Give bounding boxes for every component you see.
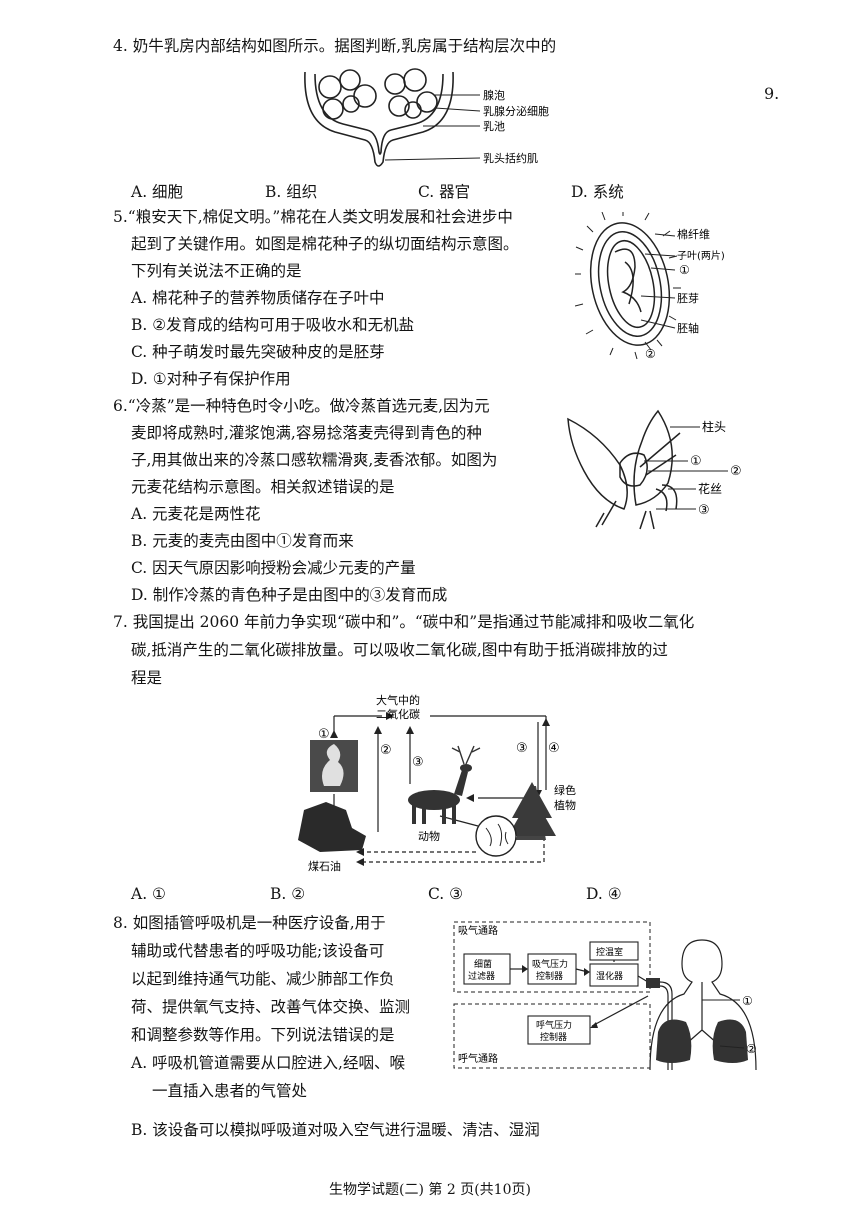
label-process-4: ④	[548, 741, 560, 756]
label-animal: 动物	[418, 829, 440, 843]
q6-option-d: D. 制作冷蒸的青色种子是由图中的③发育而成	[131, 586, 448, 604]
q5-option-a: A. 棉花种子的营养物质储存在子叶中	[131, 289, 385, 307]
mammary-diagram: 腺泡 乳腺分泌细胞 乳池 乳头括约肌	[304, 68, 549, 167]
q7-line-2: 碳,抵消产生的二氧化碳排放量。可以吸收二氧化碳,图中有助于抵消碳排放的过	[131, 641, 668, 659]
label-process-1: ①	[318, 727, 330, 742]
label-atmosphere-2: 二氧化碳	[376, 707, 420, 721]
label-process-3a: ③	[412, 755, 424, 770]
q5-option-d: D. ①对种子有保护作用	[131, 370, 291, 388]
label-secretory-cell: 乳腺分泌细胞	[483, 104, 549, 118]
q5-line-3: 下列有关说法不正确的是	[131, 262, 302, 280]
q7-line-1: 7. 我国提出 2060 年前力争实现“碳中和”。“碳中和”是指通过节能减排和吸…	[113, 613, 695, 631]
label-exhale-path: 呼气通路	[458, 1052, 498, 1065]
q6-option-b: B. 元麦的麦壳由图中①发育而来	[131, 532, 354, 550]
label-seed-1: ①	[679, 263, 690, 277]
q7-option-b: B. ②	[270, 885, 306, 903]
label-cotton-fiber: 棉纤维	[677, 227, 710, 241]
q6-option-c: C. 因天气原因影响授粉会减少元麦的产量	[131, 559, 416, 577]
label-vent-2: ②	[746, 1042, 757, 1056]
q7-line-3: 程是	[131, 669, 163, 687]
q8-option-a: A. 呼吸机管道需要从口腔进入,经咽、喉	[131, 1054, 405, 1072]
q8-line-1: 8. 如图插管呼吸机是一种医疗设备,用于	[113, 914, 386, 932]
label-filter-2: 过滤器	[468, 970, 495, 982]
label-flower-1: ①	[690, 454, 702, 469]
label-humidifier: 湿化器	[596, 970, 623, 982]
q8-line-2: 辅助或代替患者的呼吸功能;该设备可	[131, 942, 385, 960]
q5-option-c: C. 种子萌发时最先突破种皮的是胚芽	[131, 343, 385, 361]
label-sphincter: 乳头括约肌	[483, 151, 538, 165]
q8-line-5: 和调整参数等作用。下列说法错误的是	[131, 1026, 395, 1044]
label-vent-1: ①	[742, 994, 753, 1008]
label-flower-2: ②	[730, 464, 742, 479]
label-seed-2: ②	[645, 347, 656, 361]
label-inhale-path: 吸气通路	[458, 924, 498, 937]
label-filament: 花丝	[698, 481, 722, 496]
label-fossil: 煤石油	[308, 859, 341, 873]
q5-line-1: 5.“粮安天下,棉促文明。”棉花在人类文明发展和社会进步中	[113, 208, 513, 226]
q8-option-b: B. 该设备可以模拟呼吸道对吸入空气进行温暖、清洁、湿润	[131, 1121, 540, 1139]
label-green-1: 绿色	[554, 783, 576, 797]
label-filter-1: 细菌	[474, 958, 492, 970]
label-inhale-ctrl-1: 吸气压力	[532, 958, 568, 970]
q5-option-b: B. ②发育成的结构可用于吸收水和无机盐	[131, 316, 415, 334]
q6-line-1: 6.“冷蒸”是一种特色时令小吃。做冷蒸首选元麦,因为元	[113, 397, 490, 415]
q6-line-4: 元麦花结构示意图。相关叙述错误的是	[131, 478, 395, 496]
label-alveolus: 腺泡	[483, 88, 505, 102]
label-flower-3: ③	[698, 503, 710, 518]
q7-option-c: C. ③	[428, 885, 464, 903]
q5-line-2: 起到了关键作用。如图是棉花种子的纵切面结构示意图。	[131, 235, 519, 253]
q8-option-a-cont: 一直插入患者的气管处	[152, 1082, 308, 1100]
q4-stem: 4. 奶牛乳房内部结构如图所示。据图判断,乳房属于结构层次中的	[113, 37, 557, 55]
page-footer: 生物学试题(二) 第 2 页(共10页)	[329, 1182, 531, 1198]
q6-line-3: 子,用其做出来的冷蒸口感软糯滑爽,麦香浓郁。如图为	[131, 451, 498, 469]
q8-line-4: 荷、提供氧气支持、改善气体交换、监测	[131, 998, 411, 1016]
label-exhale-ctrl-1: 呼气压力	[536, 1019, 572, 1031]
label-temp-chamber: 控温室	[596, 946, 623, 958]
barley-flower-diagram: 柱头 ① ② 花丝 ③	[567, 409, 742, 530]
label-atmosphere-1: 大气中的	[376, 693, 420, 707]
q4-option-a: A. 细胞	[131, 183, 184, 201]
cotton-seed-diagram: 棉纤维 子叶(两片) ① 胚芽 胚轴 ②	[575, 212, 725, 361]
label-hypocotyl: 胚轴	[677, 321, 699, 335]
ventilator-diagram: 吸气通路 呼气通路 细菌 过滤器 吸气压力 控制器 控温室 湿化器 呼气压力 控…	[453, 921, 757, 1071]
q6-line-2: 麦即将成熟时,灌浆饱满,容易捻落麦壳得到青色的种	[131, 424, 482, 442]
q7-option-d: D. ④	[586, 885, 622, 903]
q4-option-b: B. 组织	[265, 183, 318, 201]
q6-option-a: A. 元麦花是两性花	[131, 505, 261, 523]
label-green-2: 植物	[554, 798, 576, 812]
carbon-cycle-diagram: 大气中的 二氧化碳 ① ② ③ ③ ④ 绿色 植物 动物 煤石油	[298, 693, 576, 873]
label-cotyledon: 子叶(两片)	[677, 249, 725, 262]
side-question-number: 9.	[764, 84, 780, 103]
q8-line-3: 以起到维持通气功能、减少肺部工作负	[131, 970, 395, 988]
label-process-3b: ③	[516, 741, 528, 756]
q7-option-a: A. ①	[131, 885, 166, 903]
label-cistern: 乳池	[483, 120, 505, 133]
label-stigma: 柱头	[702, 419, 726, 434]
label-plumule: 胚芽	[677, 291, 699, 305]
label-process-2: ②	[380, 743, 392, 758]
q4-option-d: D. 系统	[571, 183, 624, 201]
label-exhale-ctrl-2: 控制器	[540, 1031, 567, 1043]
label-inhale-ctrl-2: 控制器	[536, 970, 563, 982]
q4-option-c: C. 器官	[418, 183, 471, 201]
